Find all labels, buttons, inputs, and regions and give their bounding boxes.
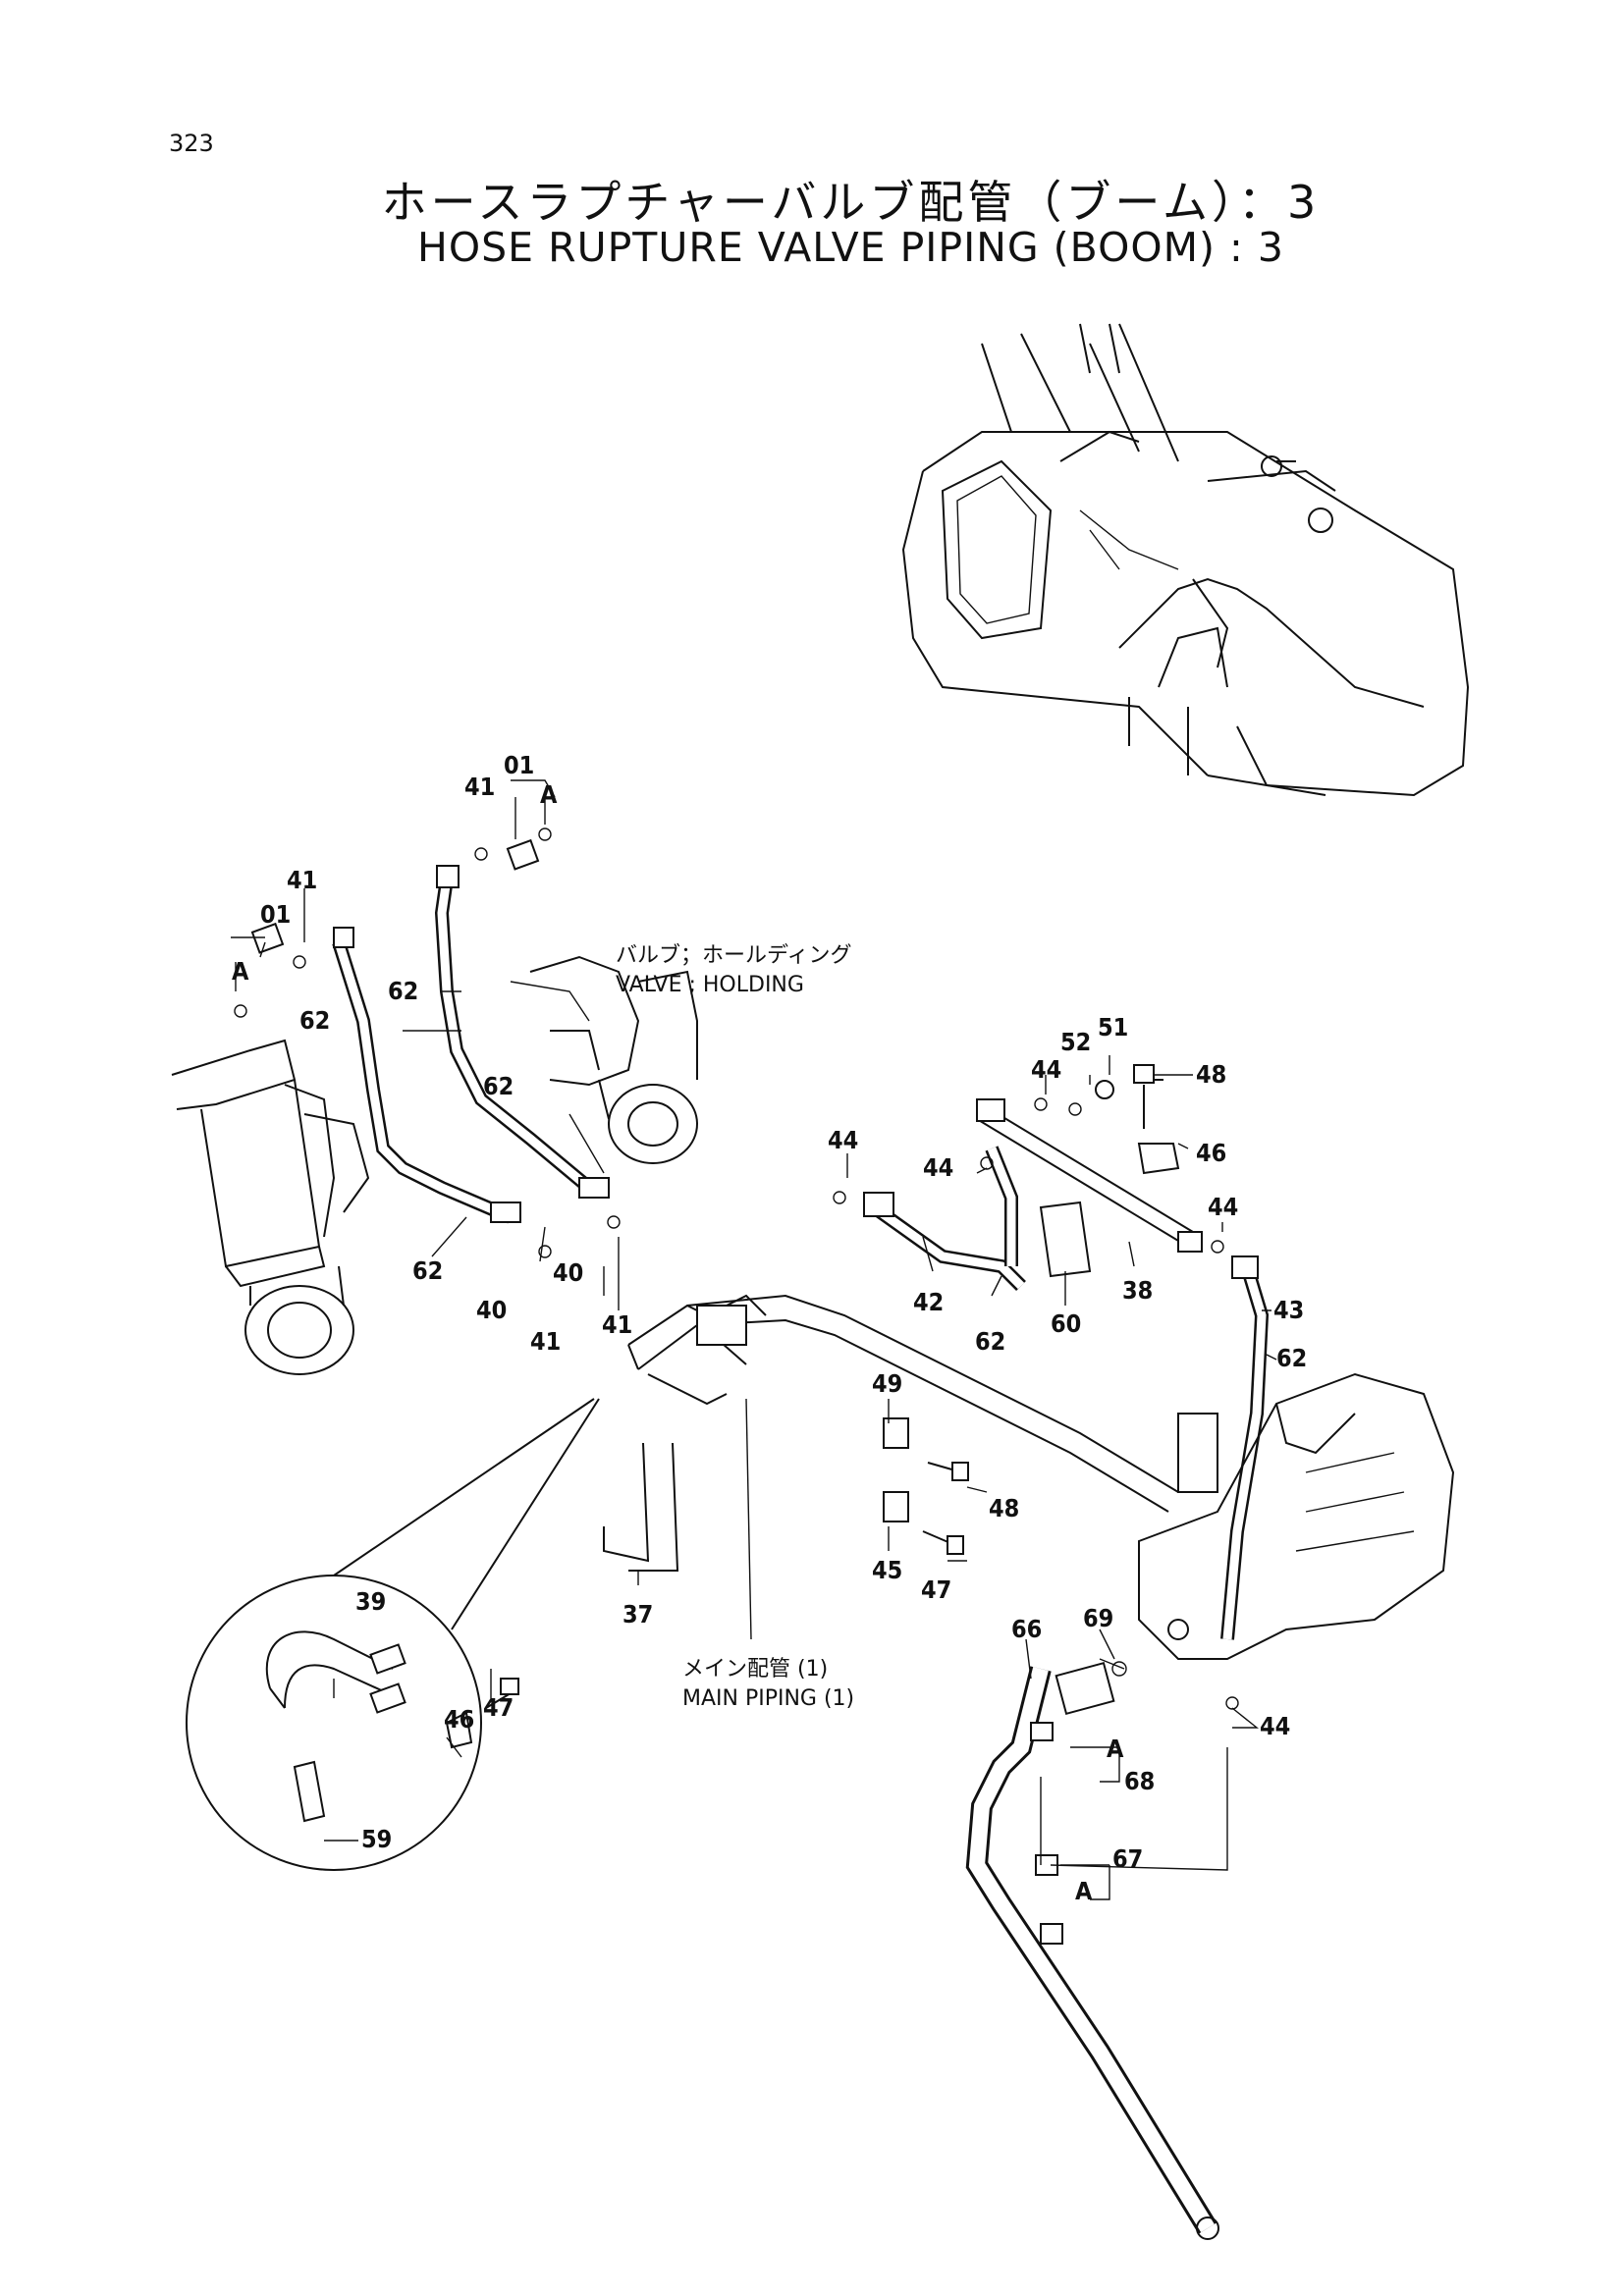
callout-44-b: 44 (923, 1153, 953, 1182)
callout-a-upper: A (540, 780, 558, 809)
callout-39: 39 (355, 1587, 386, 1616)
valve-holding-label-jp: バルブ；ホールディング (616, 943, 851, 968)
callout-62-d: 62 (412, 1256, 443, 1285)
callout-labels: 01 A 41 01 A 41 62 62 62 62 40 40 41 41 … (232, 751, 1307, 1905)
callout-42: 42 (913, 1288, 944, 1316)
callout-43: 43 (1273, 1296, 1304, 1324)
callout-62-a: 62 (299, 1006, 330, 1035)
callout-46-a: 46 (1196, 1139, 1226, 1167)
callout-62-e: 62 (975, 1327, 1005, 1356)
callout-51: 51 (1098, 1013, 1128, 1041)
callout-66: 66 (1011, 1615, 1042, 1643)
callout-01-left: 01 (260, 900, 291, 929)
callout-52: 52 (1060, 1028, 1091, 1056)
callout-a-left: A (232, 957, 249, 986)
callout-41-b: 41 (602, 1310, 632, 1339)
excavator-overview (901, 323, 1470, 797)
callout-47-a: 47 (921, 1575, 951, 1604)
callout-44-e: 44 (1260, 1712, 1290, 1740)
page-number: 323 (169, 130, 214, 157)
main-piping-label-jp: メイン配管 (1) (682, 1657, 828, 1682)
callout-69: 69 (1083, 1604, 1113, 1632)
callout-38: 38 (1122, 1276, 1153, 1305)
callout-67: 67 (1112, 1844, 1143, 1873)
control-valve (1138, 1372, 1455, 1660)
callout-60: 60 (1051, 1309, 1081, 1338)
callout-68: 68 (1124, 1767, 1155, 1795)
callout-59: 59 (361, 1825, 392, 1853)
callout-45: 45 (872, 1556, 902, 1584)
callout-46-b: 46 (444, 1705, 474, 1734)
text-labels: バルブ；ホールディング VALVE ; HOLDING メイン配管 (1) MA… (616, 943, 854, 1711)
callout-40-a: 40 (476, 1296, 507, 1324)
callout-62-b: 62 (388, 977, 418, 1005)
callout-49: 49 (872, 1369, 902, 1398)
main-piping (603, 1064, 1180, 1572)
callout-40-b: 40 (553, 1258, 583, 1287)
callout-01-upper: 01 (504, 751, 534, 779)
callout-62-f: 62 (1276, 1344, 1307, 1372)
callout-37: 37 (622, 1600, 653, 1629)
callout-44-c: 44 (1031, 1055, 1061, 1084)
hose-assemblies (234, 828, 1270, 1710)
callout-48-a: 48 (1196, 1060, 1226, 1089)
callout-41-left: 41 (287, 866, 317, 894)
callout-41-upper: 41 (464, 773, 495, 801)
main-piping-label-en: MAIN PIPING (1) (682, 1686, 854, 1711)
boom-cylinder-right (510, 955, 698, 1164)
callout-44-a: 44 (828, 1126, 858, 1154)
callout-48-b: 48 (989, 1494, 1019, 1522)
title-japanese: ホースラプチャーバルブ配管（ブーム）：3 (381, 176, 1321, 229)
valve-holding-label-en: VALVE ; HOLDING (616, 973, 804, 997)
callout-a-lower-1: A (1107, 1735, 1124, 1763)
callout-47-b: 47 (483, 1693, 514, 1722)
callout-44-d: 44 (1208, 1193, 1238, 1221)
callout-41-a: 41 (530, 1327, 561, 1356)
callout-a-lower-2: A (1075, 1877, 1093, 1905)
title-english: HOSE RUPTURE VALVE PIPING (BOOM) : 3 (417, 224, 1284, 271)
return-pipe (965, 1658, 1219, 2240)
callout-62-c: 62 (483, 1072, 514, 1100)
leader-lines (231, 779, 1277, 1900)
detail-circle (186, 1398, 600, 1871)
boom-cylinder-left (171, 1039, 370, 1375)
